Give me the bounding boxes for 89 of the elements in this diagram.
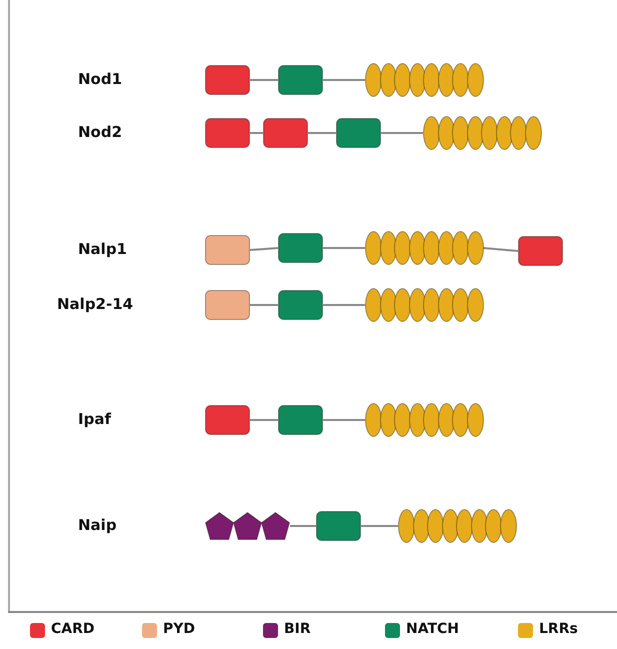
- repeat-oval: [365, 231, 382, 265]
- repeat-oval: [423, 288, 440, 322]
- domain-box: [278, 233, 323, 263]
- connector-line: [250, 132, 263, 134]
- domain-box: [278, 65, 323, 95]
- repeat-oval: [438, 403, 454, 437]
- repeat-oval: [408, 288, 426, 322]
- connector-line: [323, 419, 365, 421]
- domain-pentagon: [233, 512, 262, 540]
- repeat-oval: [423, 63, 440, 97]
- connector-line: [323, 247, 365, 249]
- domain-pentagon: [261, 512, 290, 540]
- domain-box: [518, 236, 563, 266]
- domain-box: [278, 405, 323, 435]
- repeat-oval: [442, 509, 458, 543]
- connector-line: [361, 525, 398, 527]
- legend-label: LRRs: [539, 621, 578, 637]
- repeat-oval: [365, 403, 382, 437]
- repeat-oval: [394, 288, 411, 322]
- connector-line: [308, 132, 336, 134]
- protein-label: Ipaf: [78, 410, 111, 428]
- repeat-oval: [466, 288, 484, 322]
- repeat-oval: [438, 116, 454, 150]
- repeat-oval: [500, 509, 516, 543]
- legend-label: BIR: [284, 621, 311, 637]
- repeat-oval: [466, 403, 484, 437]
- repeat-oval: [408, 403, 426, 437]
- domain-box: [336, 118, 381, 148]
- repeat-oval: [485, 509, 502, 543]
- connector-line: [323, 79, 365, 81]
- protein-label: Nalp1: [78, 240, 127, 258]
- legend-label: PYD: [163, 621, 196, 637]
- protein-label: Nod1: [78, 70, 122, 88]
- repeat-oval: [380, 288, 396, 322]
- repeat-oval: [365, 63, 382, 97]
- repeat-oval: [380, 403, 396, 437]
- protein-label: Nod2: [78, 123, 122, 141]
- domain-box: [316, 511, 361, 541]
- repeat-oval: [438, 63, 454, 97]
- domain-box: [205, 405, 250, 435]
- repeat-oval: [466, 63, 484, 97]
- protein-label: Naip: [78, 516, 117, 534]
- repeat-oval: [466, 116, 484, 150]
- domain-box: [278, 290, 323, 320]
- domain-box: [205, 235, 250, 265]
- repeat-oval: [408, 231, 426, 265]
- repeat-oval: [452, 403, 469, 437]
- repeat-oval: [365, 288, 382, 322]
- repeat-oval: [423, 116, 440, 150]
- repeat-oval: [470, 509, 488, 543]
- repeat-oval: [456, 509, 473, 543]
- domain-box: [205, 65, 250, 95]
- domain-box: [205, 290, 250, 320]
- repeat-oval: [452, 231, 469, 265]
- repeat-oval: [380, 63, 396, 97]
- repeat-oval: [452, 288, 469, 322]
- repeat-oval: [427, 509, 444, 543]
- repeat-oval: [481, 116, 498, 150]
- protein-label: Nalp2-14: [57, 295, 134, 313]
- repeat-oval: [452, 63, 469, 97]
- domain-box: [205, 118, 250, 148]
- repeat-oval: [398, 509, 415, 543]
- repeat-oval: [510, 116, 527, 150]
- connector-line: [483, 247, 518, 252]
- connector-line: [290, 525, 316, 527]
- repeat-oval: [423, 231, 440, 265]
- legend-label: NATCH: [406, 621, 460, 637]
- connector-line: [250, 79, 278, 81]
- repeat-oval: [394, 63, 411, 97]
- connector-line: [323, 304, 365, 306]
- domain-box: [263, 118, 308, 148]
- repeat-oval: [452, 116, 469, 150]
- legend-label: CARD: [51, 621, 95, 637]
- repeat-oval: [496, 116, 512, 150]
- repeat-oval: [466, 231, 484, 265]
- connector-line: [250, 419, 278, 421]
- repeat-oval: [380, 231, 396, 265]
- domain-pentagon: [205, 512, 234, 540]
- repeat-oval: [394, 403, 411, 437]
- repeat-oval: [438, 231, 454, 265]
- repeat-oval: [408, 63, 426, 97]
- repeat-oval: [412, 509, 430, 543]
- repeat-oval: [438, 288, 454, 322]
- repeat-oval: [524, 116, 542, 150]
- repeat-oval: [394, 231, 411, 265]
- repeat-oval: [423, 403, 440, 437]
- connector-line: [250, 304, 278, 306]
- connector-line: [381, 132, 423, 134]
- connector-line: [250, 247, 278, 251]
